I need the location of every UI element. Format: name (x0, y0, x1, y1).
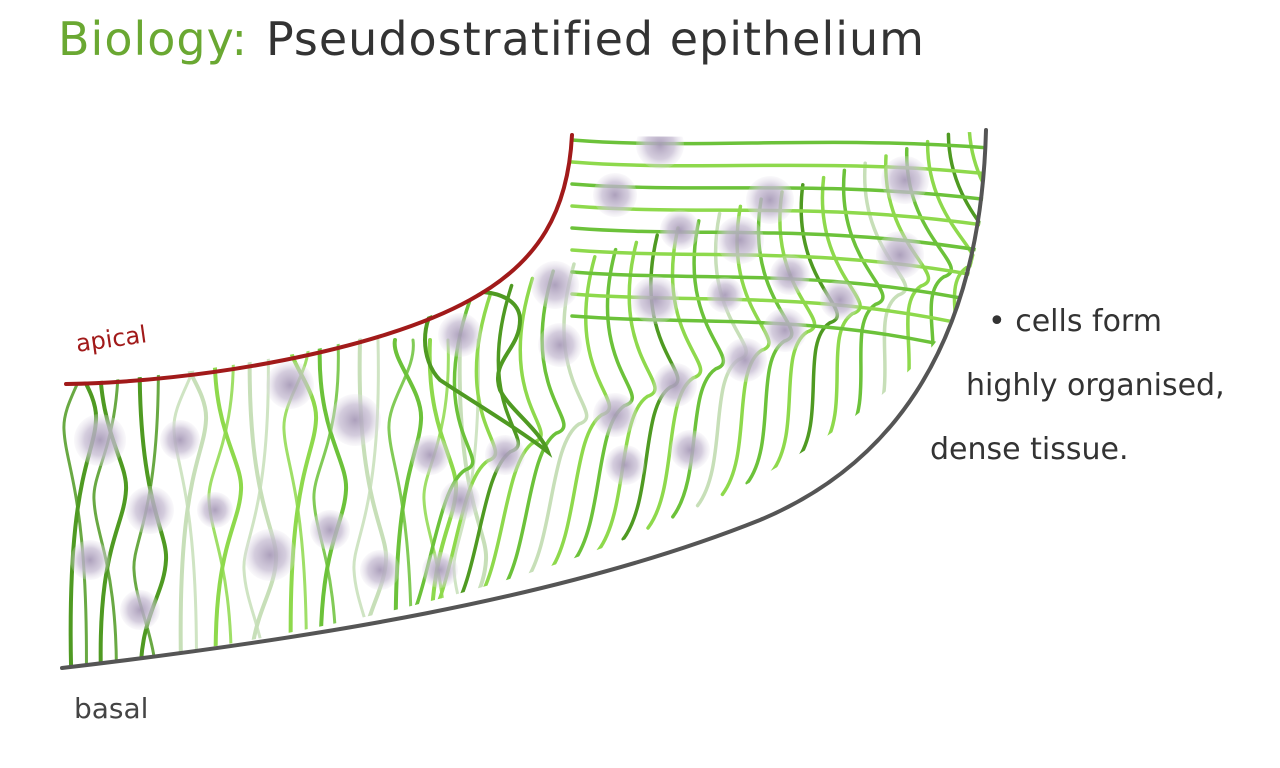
cell-outline (570, 226, 986, 254)
cell-outline (422, 338, 450, 668)
cell-nucleus (707, 277, 743, 313)
cell-nucleus (636, 132, 684, 169)
cell-outline (570, 248, 986, 280)
cell-outline (387, 338, 415, 668)
cell-nucleus (716, 216, 764, 264)
cell-nucleus (70, 540, 110, 580)
page-title: Biology: Pseudostratified epithelium (58, 12, 925, 66)
cell-nucleus (438, 313, 482, 357)
cell-nucleus (266, 361, 314, 409)
cell-nucleus (820, 280, 860, 320)
basal-label: basal (74, 692, 149, 725)
cell-nucleus (653, 363, 697, 407)
cell-nucleus (74, 414, 126, 466)
cell-outline (137, 338, 169, 668)
cell-outline (884, 154, 931, 418)
cell-nucleus (593, 173, 637, 217)
cell-nucleus (440, 480, 480, 520)
apical-surface-line (64, 133, 574, 386)
title-topic: Pseudostratified epithelium (265, 12, 925, 66)
cell-outline (497, 269, 566, 597)
cell-nucleus (631, 276, 679, 324)
cell-outline (795, 183, 840, 463)
cell-outline (317, 338, 349, 668)
cell-outline (398, 298, 475, 642)
note-text: • cells form highly organised, dense tis… (930, 290, 1260, 482)
cell-outline (242, 338, 270, 668)
cell-outline (863, 161, 908, 429)
cell-nucleus (746, 176, 794, 224)
cell-nucleus (538, 323, 582, 367)
cell-nucleus (410, 435, 450, 475)
cell-nucleus (605, 445, 645, 485)
cell-nucleus (244, 529, 296, 581)
cell-nucleus (876, 231, 924, 279)
cell-nucleus (485, 435, 525, 475)
cell-nucleus (197, 492, 233, 528)
cell-outline (427, 338, 459, 668)
tissue-layer (62, 132, 986, 668)
cell-outline (570, 138, 986, 150)
cell-outline (132, 338, 160, 668)
cell-outline (596, 240, 657, 553)
cell-nucleus (770, 255, 810, 295)
cell-nucleus (723, 338, 767, 382)
cell-outline (522, 262, 589, 586)
title-separator: : (231, 12, 248, 66)
cell-outline (570, 292, 986, 332)
cell-nucleus (660, 210, 700, 250)
cell-outline (212, 338, 244, 668)
cell-nucleus (422, 552, 458, 588)
title-subject: Biology (58, 12, 232, 66)
basal-surface-line (60, 128, 988, 670)
cell-outline (570, 270, 986, 306)
cell-outline (97, 338, 129, 668)
note-line-3: dense tissue. (930, 432, 1129, 467)
cell-nucleus (126, 486, 174, 534)
cell-nucleus (120, 590, 160, 630)
cell-nucleus (763, 308, 807, 352)
note-line-2: highly organised, (966, 368, 1225, 403)
cell-nucleus (593, 393, 637, 437)
cell-outline (452, 338, 480, 668)
cell-outline (352, 338, 380, 668)
goblet-cell-outline (423, 289, 553, 458)
cell-nucleus (881, 156, 929, 204)
cell-nucleus (670, 430, 710, 470)
cell-outline (92, 338, 120, 668)
cell-nucleus (329, 394, 381, 446)
cell-nucleus (360, 550, 400, 590)
cell-nucleus (310, 510, 350, 550)
cell-nucleus (160, 420, 200, 460)
note-line-1: • cells form (988, 304, 1162, 339)
cell-nucleus (531, 261, 579, 309)
